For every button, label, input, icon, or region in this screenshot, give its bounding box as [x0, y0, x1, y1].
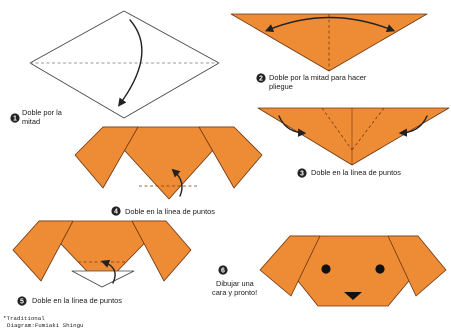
- step-5-text: Doble en la línea de puntos: [32, 296, 122, 305]
- step-5-number: 5: [20, 299, 24, 306]
- step-2-caption: 2 Doble por la mitad para hacer pliegue: [256, 73, 367, 91]
- step-5-left-ear: [13, 221, 73, 281]
- step-4-number: 4: [114, 209, 118, 216]
- step-1-caption: 1 Doble por la mitad: [10, 108, 62, 126]
- step-1-figure: [30, 11, 219, 118]
- step-4-right-ear: [199, 127, 262, 188]
- step-6-figure: [260, 236, 446, 306]
- step-5-right-ear: [132, 221, 191, 281]
- step-3-number: 3: [300, 171, 304, 178]
- step-6-right-eye: [375, 264, 384, 273]
- step-4-figure: [75, 127, 262, 199]
- step-6-left-eye: [321, 264, 330, 273]
- step-2-figure: [231, 14, 427, 71]
- step-6-text-line2: cara y pronto!: [212, 288, 257, 297]
- step-4-left-ear: [75, 127, 138, 188]
- step-1-number: 1: [13, 116, 17, 123]
- step-2-number: 2: [259, 76, 263, 83]
- step-3-triangle-paper: [258, 108, 449, 165]
- step-3-caption: 3 Doble en la línea de puntos: [297, 168, 401, 178]
- step-3-figure: [258, 108, 449, 165]
- step-5-caption: 5 Doble en la línea de puntos: [17, 296, 122, 306]
- credit-line-2: Diagram:Fumiaki Shingu: [7, 322, 84, 329]
- step-1-text-line1: Doble por la: [22, 108, 63, 117]
- step-6-number: 6: [221, 268, 225, 275]
- step-6-caption: 6 Dibujar una cara y pronto!: [212, 265, 257, 297]
- credits: *Traditional Diagram:Fumiaki Shingu: [3, 315, 84, 329]
- step-2-text-line1: Doble por la mitad para hacer: [269, 73, 367, 82]
- step-6-text-line1: Dibujar una: [216, 279, 255, 288]
- step-1-text-line2: mitad: [22, 117, 40, 126]
- step-5-figure: [13, 221, 191, 287]
- step-4-caption: 4 Doble en la línea de puntos: [111, 206, 215, 216]
- step-4-text: Doble en la línea de puntos: [125, 207, 215, 216]
- step-5-white-flap: [72, 271, 134, 287]
- step-2-text-line2: pliegue: [269, 82, 293, 91]
- step-3-text: Doble en la línea de puntos: [311, 168, 401, 177]
- step-1-square-paper: [30, 11, 219, 118]
- credit-line-1: *Traditional: [3, 315, 45, 322]
